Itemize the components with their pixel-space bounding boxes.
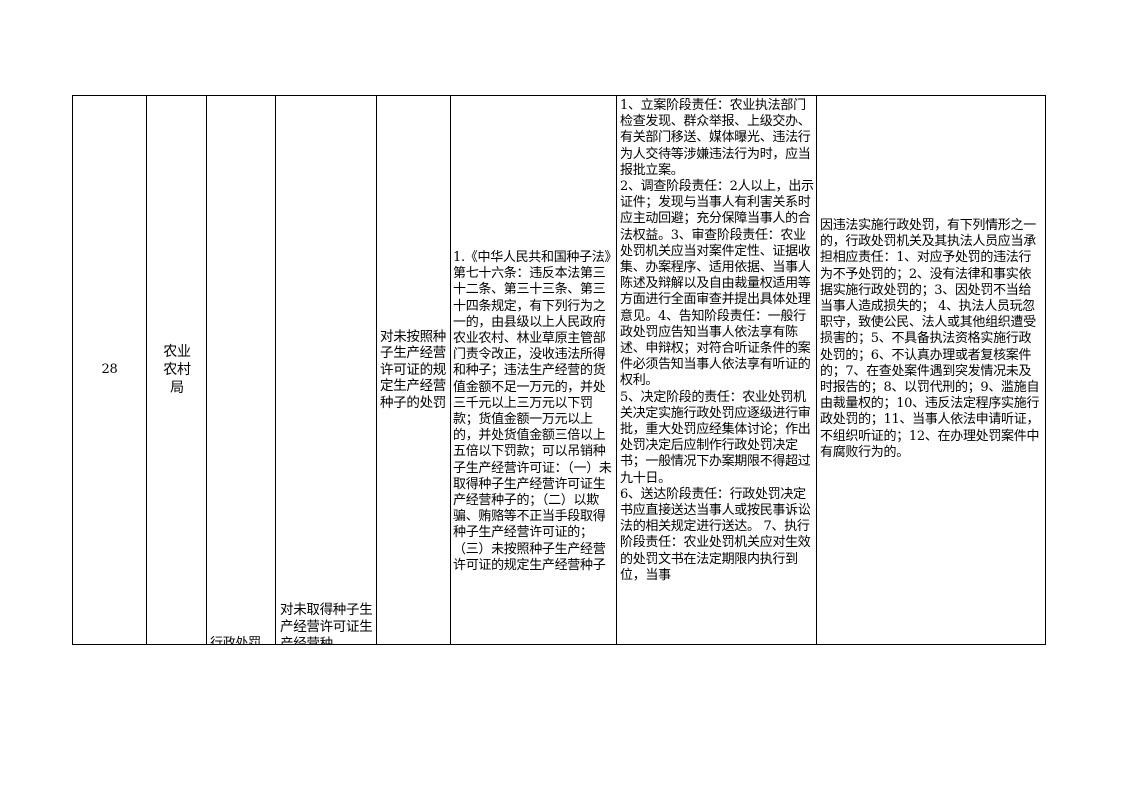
col-border-2 <box>146 95 147 645</box>
item-name: 对未取得种子生产经营许可证生产经营种 <box>280 602 373 644</box>
accountability-text: 因违法实施行政处罚，有下列情形之一的，行政处罚机关及其执法人员应当承担相应责任：… <box>820 218 1040 460</box>
legal-basis: 1.《中华人民共和国种子法》第七十六条：违反本法第三十二条、第三十三条、第三十四… <box>453 250 612 573</box>
department-name: 农业农村局 <box>163 344 191 396</box>
col-border-3 <box>206 95 207 645</box>
col-border-5 <box>376 95 377 645</box>
col-border-9 <box>1045 95 1046 645</box>
sub-item-name: 对未按照种子生产经营许可证的规定生产经营种子的处罚 <box>380 328 446 411</box>
col-border-4 <box>275 95 276 645</box>
col-border-7 <box>616 95 617 645</box>
responsibility-text: 1、立案阶段责任：农业执法部门检查发现、群众举报、上级交办、有关部门移送、媒体曝… <box>620 98 815 644</box>
col-border-6 <box>450 95 451 645</box>
responsibility-investigation: 2、调查阶段责任：2人以上，出示证件；发现与当事人有利害关系时应主动回避；充分保… <box>620 179 814 389</box>
col-border-8 <box>816 95 817 645</box>
table-bottom-border <box>72 644 1046 645</box>
responsibility-delivery: 6、送达阶段责任：行政处罚决定书应直接送达当事人或按民事诉讼法的相关规定进行送达… <box>620 486 811 583</box>
row-number: 28 <box>101 361 118 377</box>
col-border-1 <box>72 95 73 645</box>
responsibility-decision: 5、决定阶段的责任：农业处罚机关决定实施行政处罚应逐级进行审批，重大处罚应经集体… <box>620 389 811 486</box>
table-top-border <box>72 95 1046 96</box>
power-type: 行政处罚 <box>210 636 261 644</box>
responsibility-filing: 1、立案阶段责任：农业执法部门检查发现、群众举报、上级交办、有关部门移送、媒体曝… <box>620 98 811 178</box>
